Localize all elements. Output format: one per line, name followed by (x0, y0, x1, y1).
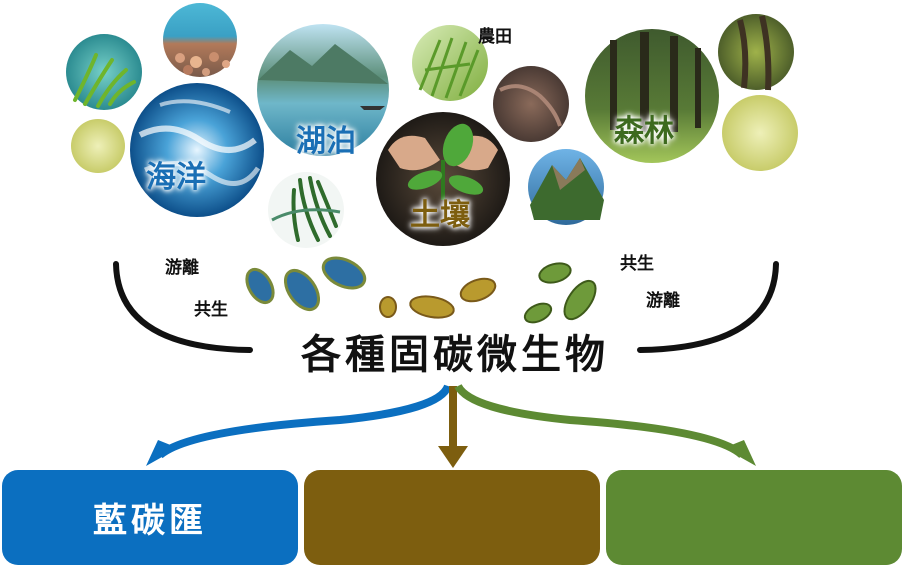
plankton-small-circle (71, 119, 125, 173)
forest-circle (585, 29, 719, 163)
right-bracket (637, 261, 779, 353)
forest-label: 森林 (614, 114, 674, 149)
microbe (563, 279, 597, 321)
moss-bark-circle (718, 14, 794, 91)
mountain-circle (528, 149, 604, 225)
arrow-to-blue (157, 384, 452, 459)
green-carbon-box (606, 470, 902, 565)
left-symbiotic-label: 共生 (194, 300, 228, 320)
right-free-label: 游離 (646, 291, 680, 311)
microbe (245, 267, 275, 305)
rice-paddy-circle (412, 25, 488, 101)
microbe (321, 256, 367, 290)
rock-circle (493, 66, 569, 142)
right-symbiotic-label: 共生 (620, 254, 654, 274)
lake-circle (257, 24, 389, 156)
lichen-circle (722, 95, 798, 171)
left-bracket (113, 261, 253, 353)
soil-circle (376, 112, 510, 246)
blue-carbon-box: 藍碳匯 (2, 470, 298, 565)
microbes (245, 256, 597, 324)
center-title: 各種固碳微生物 (301, 331, 609, 378)
ocean-label: 海洋 (146, 160, 206, 195)
arrow-head-green (724, 440, 756, 466)
microbe (523, 302, 553, 324)
microbe (379, 296, 397, 318)
arrow-head-brown (438, 446, 468, 468)
farmland-label: 農田 (478, 27, 512, 47)
arrow-head-blue (146, 440, 178, 466)
coral-reef-circle (163, 3, 237, 77)
seagrass-circle (66, 34, 142, 110)
lake-label: 湖泊 (296, 124, 356, 159)
blue-carbon-label: 藍碳匯 (93, 501, 207, 541)
brown-carbon-box (304, 470, 600, 565)
microbe (538, 262, 572, 284)
left-free-label: 游離 (165, 258, 199, 278)
seaweed-circle (268, 172, 344, 248)
microbe (283, 268, 321, 312)
microbe (459, 277, 497, 303)
soil-label: 土壤 (410, 198, 470, 233)
microbe (409, 295, 455, 319)
ocean-circle (130, 83, 264, 217)
arrow-to-green (454, 383, 745, 459)
